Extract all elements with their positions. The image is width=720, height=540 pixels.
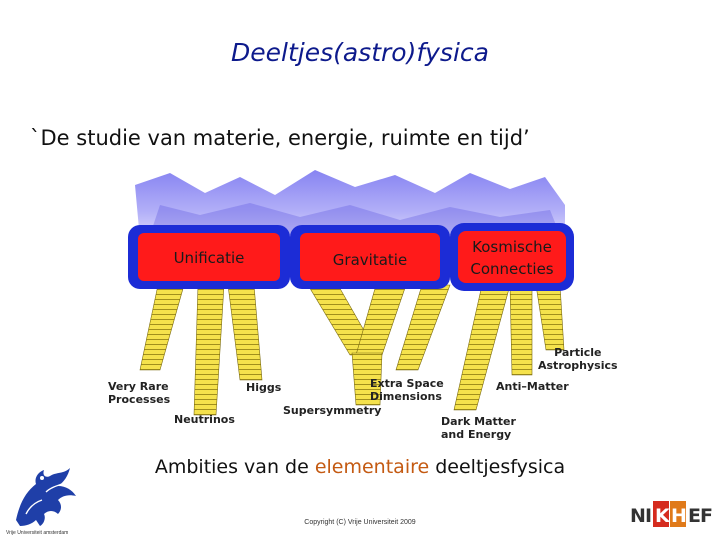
pillar-higgs bbox=[227, 284, 263, 381]
nikhef-k: K bbox=[655, 505, 671, 527]
label-supersymmetry: Supersymmetry bbox=[283, 404, 382, 417]
ambities-accent: elementaire bbox=[314, 456, 430, 478]
pillars bbox=[139, 284, 565, 416]
gravitatie-label: Gravitatie bbox=[333, 251, 407, 269]
cloud-background bbox=[135, 170, 565, 240]
label-higgs: Higgs bbox=[246, 381, 282, 394]
pillar-supersymmetry-right bbox=[355, 284, 407, 356]
vu-logo-text: Vrije Universiteit amsterdam bbox=[6, 530, 69, 536]
nikhef-f: F bbox=[700, 505, 713, 527]
pillar-very-rare bbox=[139, 284, 185, 371]
ambities-caption: Ambities van de elementaire deeltjesfysi… bbox=[0, 456, 720, 478]
kosmische-box bbox=[450, 223, 574, 291]
slide-subtitle: `De studie van materie, energie, ruimte … bbox=[30, 126, 530, 150]
pillar-susy-stem bbox=[351, 352, 383, 406]
nikhef-e: E bbox=[688, 505, 701, 527]
kosmische-label-line1: Kosmische bbox=[472, 238, 552, 256]
gravitatie-box bbox=[290, 225, 450, 289]
unificatie-box bbox=[128, 225, 290, 289]
nikhef-h: H bbox=[671, 505, 687, 527]
pillar-extra-space bbox=[395, 284, 451, 371]
unificatie-label: Unificatie bbox=[174, 249, 245, 267]
nikhef-logo: N I K H E F bbox=[628, 497, 714, 531]
pillar-neutrinos bbox=[193, 284, 225, 416]
physics-themes-diagram: Unificatie Gravitatie Kosmische Connecti… bbox=[128, 170, 574, 416]
label-anti-matter: Anti–Matter bbox=[496, 380, 569, 393]
pillar-anti-matter bbox=[509, 284, 533, 376]
ambities-before: Ambities van de bbox=[154, 456, 315, 478]
nikhef-n: N bbox=[630, 505, 646, 527]
vu-griffin-logo bbox=[16, 468, 76, 526]
nikhef-i: I bbox=[645, 505, 652, 527]
ambities-after: deeltjesfysica bbox=[429, 456, 566, 478]
kosmische-label-line2: Connecties bbox=[470, 260, 553, 278]
copyright-notice: Copyright (C) Vrije Universiteit 2009 bbox=[304, 519, 416, 526]
pillar-particle-astro bbox=[535, 284, 565, 351]
label-neutrinos: Neutrinos bbox=[174, 413, 235, 426]
slide-title: Deeltjes(astro)fysica bbox=[231, 38, 489, 67]
